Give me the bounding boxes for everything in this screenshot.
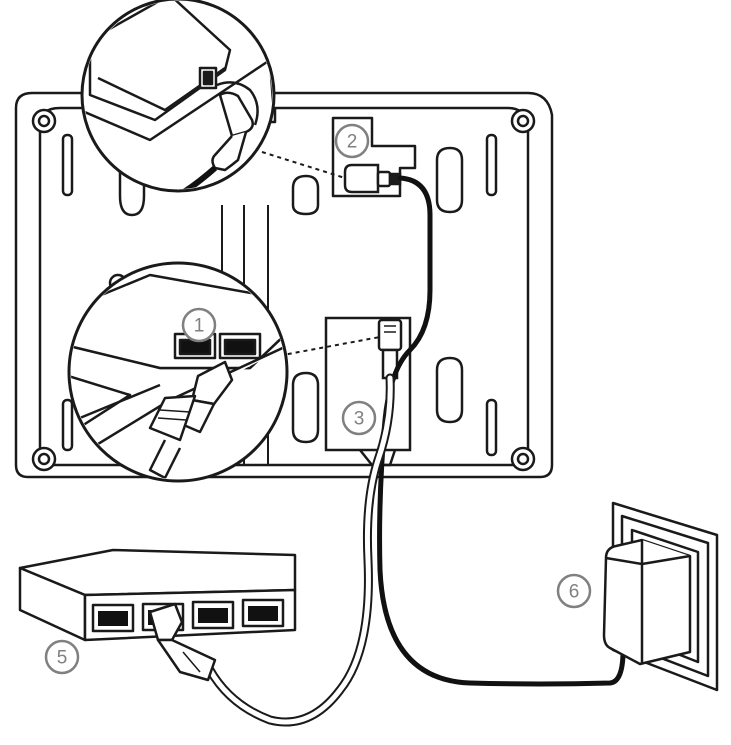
screw-hole-bottom-right-inner: [516, 452, 530, 466]
leader-line-lan: [271, 336, 381, 358]
vent-slot: [485, 398, 498, 457]
callout-label: 6: [569, 582, 580, 603]
power-plug-small: [343, 163, 402, 194]
zoom-circle-power: [80, 0, 276, 193]
keyhole-slot-mid-left: [291, 174, 320, 216]
corner-screw-holes: [31, 108, 536, 472]
power-adapter-body: [602, 538, 692, 666]
keyhole-slot-upper-right: [435, 146, 464, 214]
keyhole-slot-lower-right: [435, 356, 464, 424]
callout-label: 5: [57, 648, 68, 669]
vent-slots: [61, 133, 498, 457]
callout-lan-cable: 3: [341, 400, 377, 436]
screw-hole-bottom-left-inner: [37, 452, 51, 466]
leader-line-power: [261, 151, 346, 179]
callout-label: 1: [194, 316, 205, 337]
keyhole-slot-lower-left: [291, 371, 320, 444]
screw-hole-top-left-inner: [37, 114, 51, 128]
lan-plug-small: [377, 318, 403, 380]
screw-hole-top-right-inner: [516, 114, 530, 128]
vent-slot: [485, 133, 498, 197]
callout-label: 2: [347, 132, 358, 153]
callout-lan-port: 1: [181, 307, 217, 343]
zoom-circle-lan: [67, 261, 289, 483]
vent-slot: [61, 133, 74, 197]
power-adapter: [602, 538, 692, 666]
network-switch: [18, 548, 297, 682]
power-cable: [377, 175, 626, 687]
lan-cable: [207, 375, 393, 725]
callout-power-jack: 2: [334, 123, 370, 159]
vent-slot: [61, 398, 74, 452]
callout-switch: 5: [44, 639, 80, 675]
leader-lines: [261, 151, 381, 358]
callout-power-adapter: 6: [556, 573, 592, 609]
switch-lan-plug: [148, 602, 184, 642]
callout-label: 3: [354, 409, 365, 430]
